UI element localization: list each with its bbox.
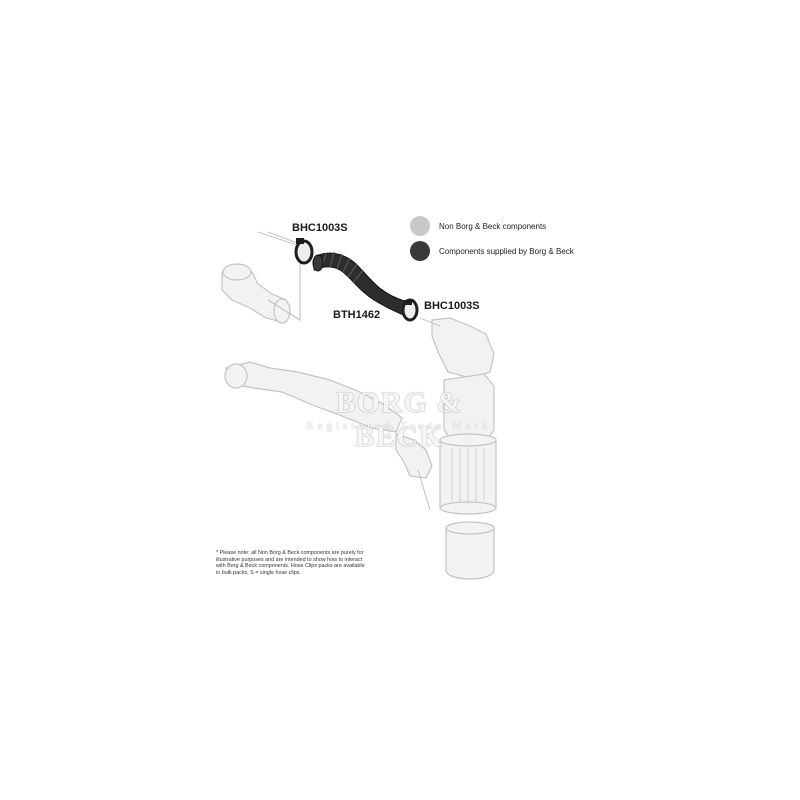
- duct-bellow: [395, 433, 433, 479]
- legend-non-supplied: Non Borg & Beck components: [410, 216, 546, 236]
- watermark-brand: BORG & BECK: [335, 386, 463, 453]
- legend-label-supplied: Components supplied by Borg & Beck: [439, 246, 574, 256]
- guide-lines: [257, 231, 441, 511]
- sensor-outlet: [273, 298, 291, 324]
- hose-clip-right: [401, 298, 419, 322]
- legend-label-non-supplied: Non Borg & Beck components: [439, 221, 547, 231]
- filter-element-top: [445, 521, 495, 535]
- sensor-connector: [222, 263, 252, 281]
- outlet-fitting: [431, 317, 495, 379]
- hose-clip-top: [294, 238, 314, 265]
- filter-housing-top: [443, 373, 495, 439]
- non-supplied-components: [221, 231, 497, 580]
- filter-ribs: [451, 448, 485, 504]
- supplied-components: [294, 238, 419, 322]
- disclaimer-note: * Please note: all Non Borg & Beck compo…: [216, 550, 365, 576]
- sensor-panel-outline: [267, 231, 301, 322]
- part-label-clip-top: BHC1003S: [292, 222, 348, 234]
- watermark-tagline: Registered Trade Mark: [306, 420, 492, 432]
- filter-housing-rim: [439, 433, 497, 447]
- part-label-hose: BTH1462: [333, 309, 381, 321]
- filter-element: [445, 527, 495, 580]
- legend-dot-dark: [410, 241, 430, 261]
- intake-duct: [225, 361, 403, 433]
- duct-mouth: [224, 363, 248, 389]
- hose: [312, 251, 413, 317]
- legend-supplied: Components supplied by Borg & Beck: [410, 241, 574, 261]
- legend-dot-light: [410, 216, 430, 236]
- part-label-clip-right: BHC1003S: [424, 300, 480, 312]
